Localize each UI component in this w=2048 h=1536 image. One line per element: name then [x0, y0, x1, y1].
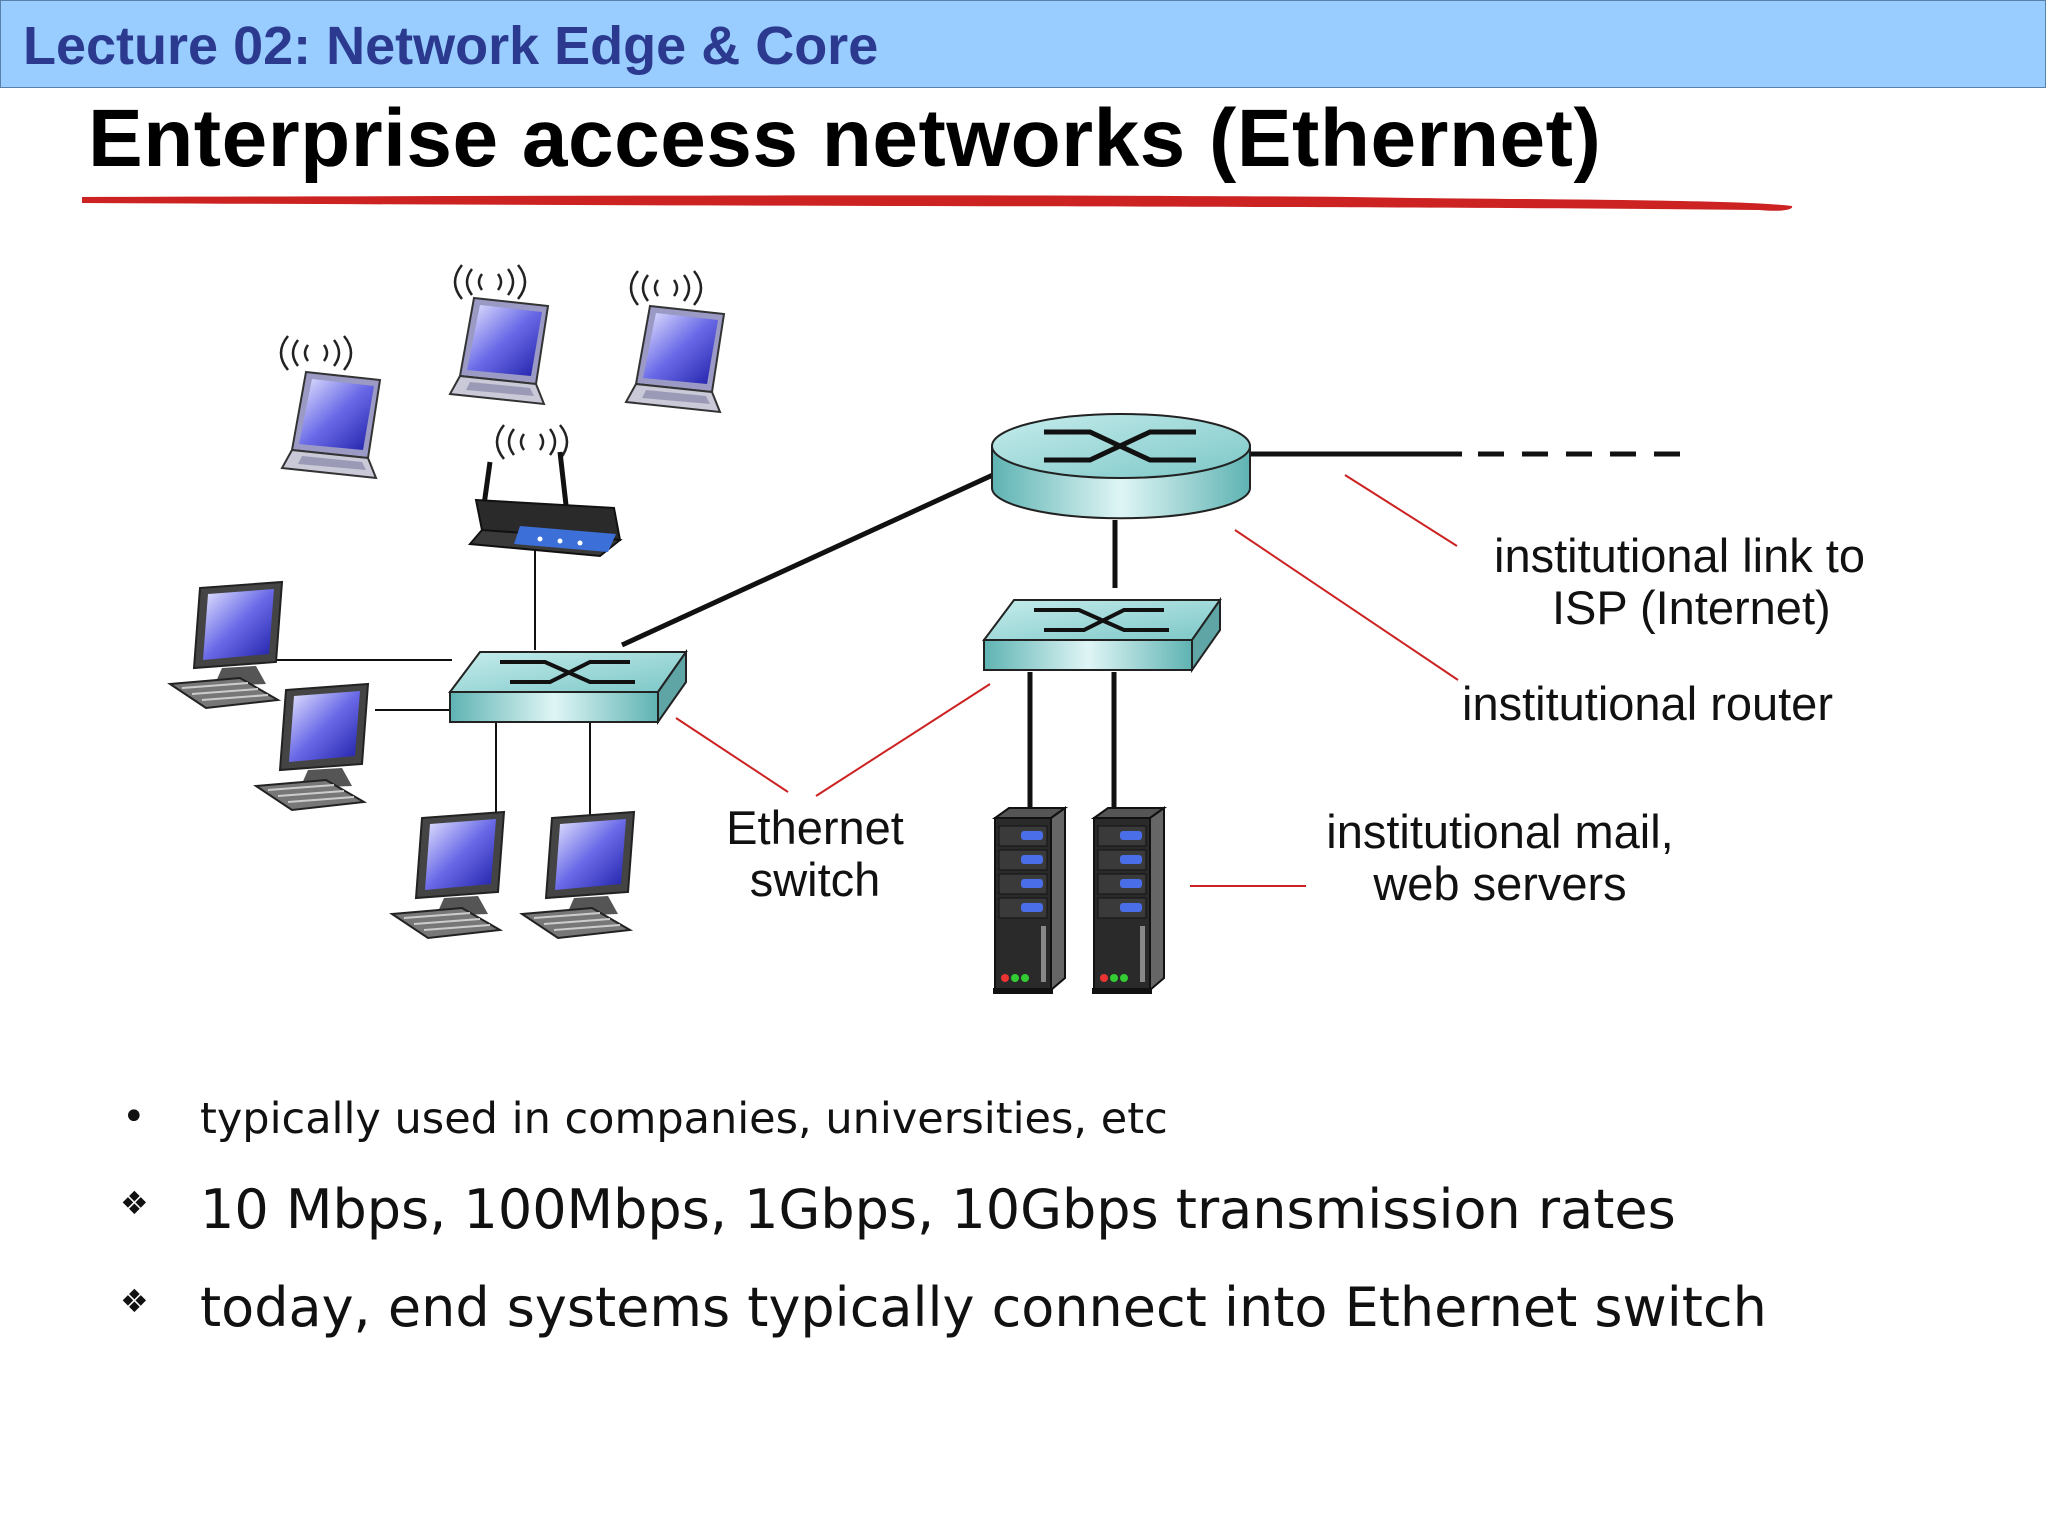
desktop-icon [169, 581, 283, 709]
ethernet-switch-icon [982, 598, 1222, 672]
ethernet-switch-icon [448, 650, 688, 724]
laptop-icon [625, 269, 725, 413]
desktop-icon [255, 683, 369, 811]
servers-label-line2: web servers [1373, 857, 1627, 910]
bullet-marker: • [122, 1094, 146, 1140]
lecture-header-text: Lecture 02: Network Edge & Core [23, 16, 879, 76]
desktop-icon [521, 811, 635, 939]
bullet-item: today, end systems typically connect int… [200, 1276, 1767, 1339]
router-icon [991, 413, 1251, 520]
servers-label: institutional mail, web servers [1310, 806, 1690, 910]
slide-title: Enterprise access networks (Ethernet) [88, 93, 1602, 184]
switch-label-line1: Ethernet [726, 801, 904, 854]
title-underline [82, 195, 1793, 211]
laptop-icon [449, 263, 549, 405]
wireless-router-icon [467, 423, 623, 558]
isp-link-label: institutional link to ISP (Internet) [1494, 530, 1865, 634]
bullet-item: 10 Mbps, 100Mbps, 1Gbps, 10Gbps transmis… [200, 1178, 1676, 1241]
isp-link-label-line1: institutional link to [1494, 529, 1865, 582]
switch-label-line2: switch [749, 853, 881, 906]
lecture-header: Lecture 02: Network Edge & Core [0, 0, 2046, 88]
desktop-icon [391, 811, 505, 939]
router-label: institutional router [1462, 677, 1833, 730]
server-icon [1091, 807, 1165, 995]
bullet-item: typically used in companies, universitie… [200, 1094, 1168, 1144]
bullet-marker: ❖ [120, 1282, 149, 1320]
server-icon [992, 807, 1066, 995]
bullet-marker: ❖ [120, 1184, 149, 1222]
network-links [275, 451, 1688, 820]
laptop-icon [279, 334, 381, 479]
isp-link-label-line2: ISP (Internet) [1552, 581, 1831, 634]
annotation-lines [675, 474, 1459, 887]
servers-label-line1: institutional mail, [1326, 805, 1674, 858]
switch-label: Ethernet switch [700, 802, 930, 906]
